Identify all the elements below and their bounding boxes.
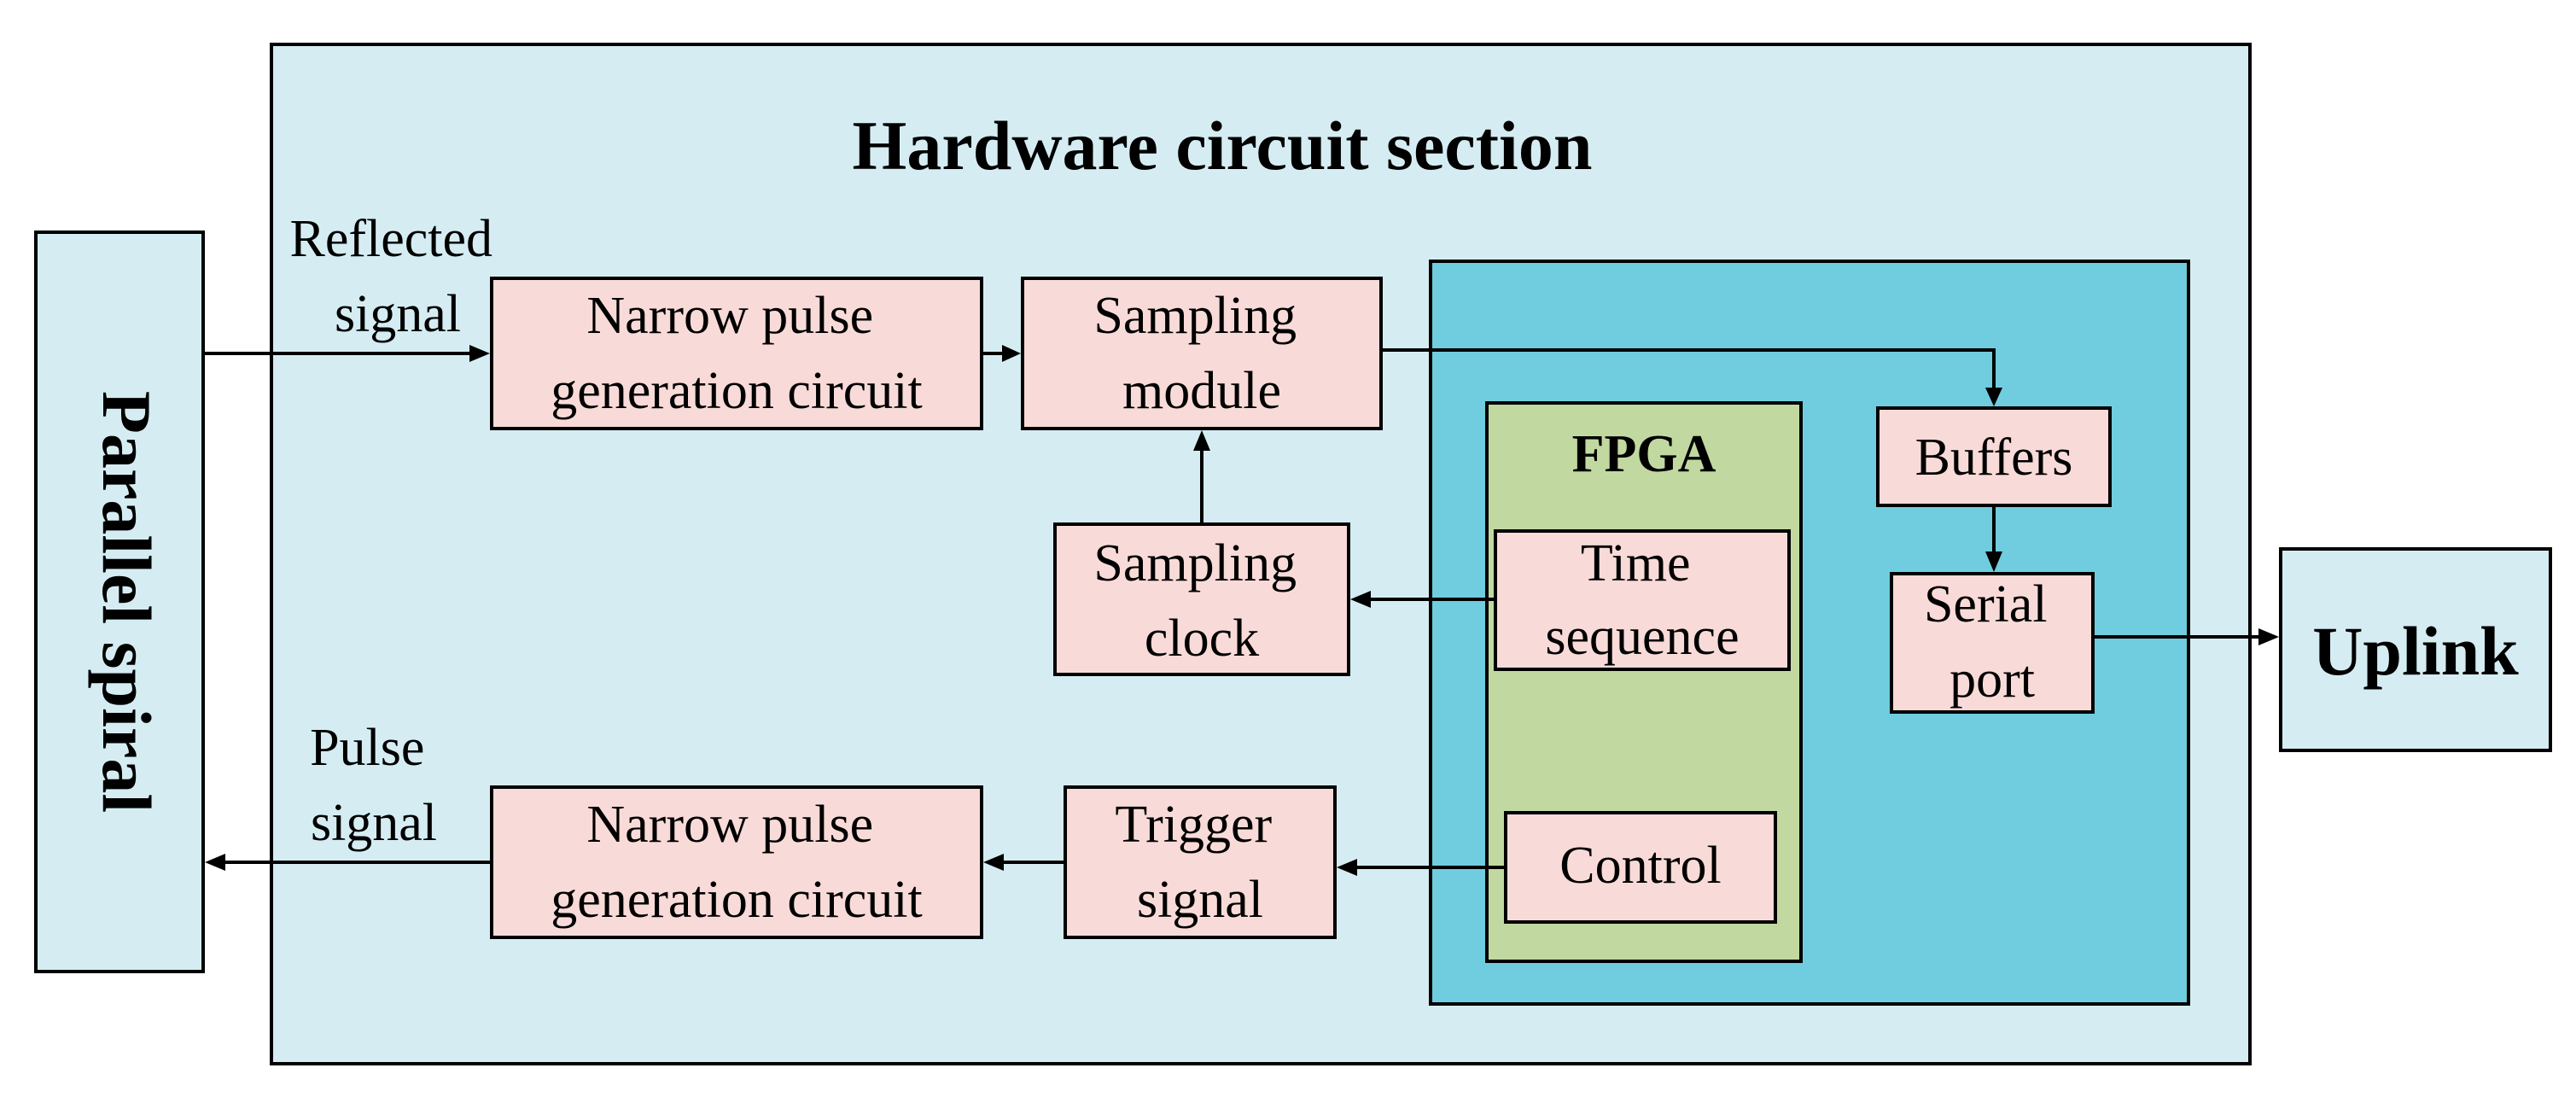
- buffers-label: Buffers: [1915, 429, 2073, 487]
- uplink-label: Uplink: [2312, 612, 2519, 690]
- uplink-box: [2279, 547, 2552, 752]
- connector-sampling-to-buffers: [1381, 348, 2002, 406]
- parallel-spiral-label: Parallel spiral: [88, 391, 166, 813]
- connector-spiral-to-narrow-pulse: [205, 345, 490, 362]
- pulse-signal-label: Pulse signal: [310, 719, 438, 852]
- narrow-pulse-top-box: [490, 277, 983, 430]
- buffers-box: [1876, 406, 2112, 507]
- control-label: Control: [1559, 837, 1721, 895]
- connector-serial-to-uplink: [2095, 628, 2279, 645]
- time-sequence-label: Time sequence: [1545, 534, 1739, 666]
- serial-port-box: [1890, 572, 2095, 714]
- connector-time-sequence-to-clock: [1350, 591, 1495, 608]
- section-title: Hardware circuit section: [853, 107, 1593, 184]
- serial-port-label: Serial port: [1924, 575, 2060, 709]
- parallel-spiral-box: [34, 231, 205, 973]
- trigger-signal-label: Trigger signal: [1115, 796, 1285, 929]
- connector-buffers-to-serial: [1985, 507, 2002, 572]
- sampling-module-label: Sampling module: [1093, 287, 1309, 420]
- connector-trigger-to-narrow-pulse: [983, 854, 1065, 871]
- sampling-clock-box: [1053, 522, 1350, 676]
- sampling-module-box: [1021, 277, 1383, 430]
- connector-narrow-pulse-to-sampling: [983, 345, 1021, 362]
- reflected-signal-label: Reflected signal: [289, 210, 505, 343]
- connector-narrow-pulse-to-spiral: [205, 854, 492, 871]
- narrow-pulse-bottom-label: Narrow pulse generation circuit: [551, 796, 923, 929]
- sampling-clock-label: Sampling clock: [1093, 534, 1309, 668]
- fpga-label: FPGA: [1572, 425, 1716, 483]
- connector-clock-to-sampling: [1193, 430, 1210, 522]
- narrow-pulse-top-label: Narrow pulse generation circuit: [551, 287, 923, 420]
- time-sequence-box: [1494, 529, 1791, 671]
- narrow-pulse-bottom-box: [490, 785, 983, 939]
- connector-control-to-trigger: [1337, 859, 1506, 876]
